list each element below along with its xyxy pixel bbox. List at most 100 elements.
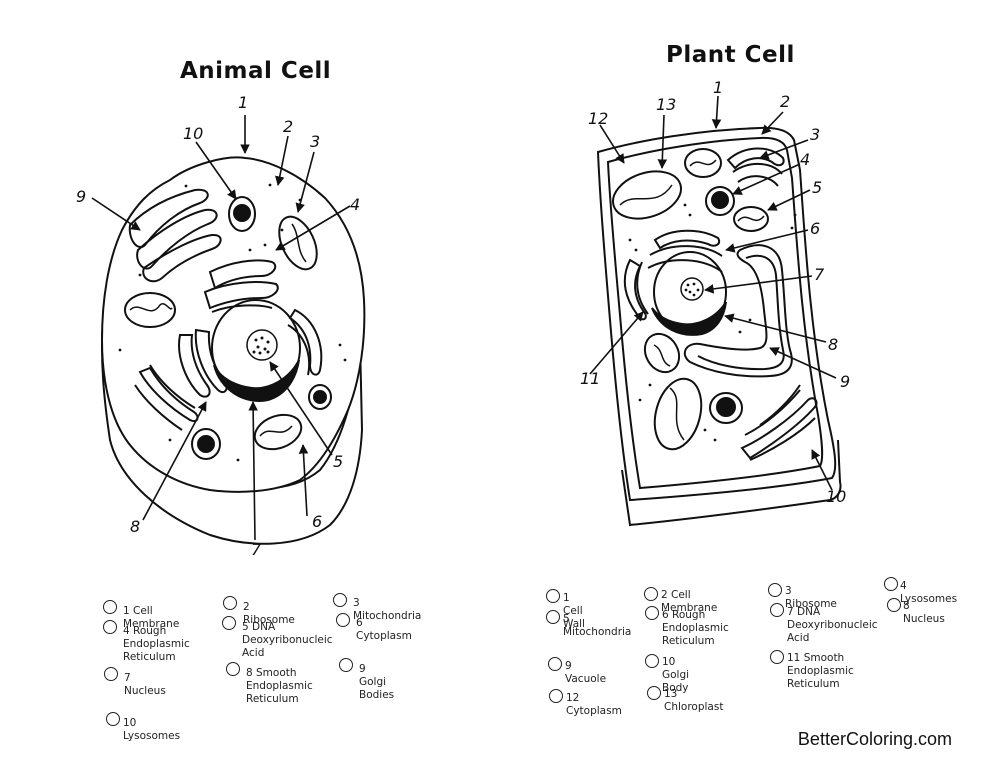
checkbox-circle-icon[interactable] <box>546 589 560 603</box>
plant-callout-arrows <box>589 95 837 491</box>
plant-callout-10: 10 <box>826 487 846 506</box>
legend-label: 1 Cell Membrane <box>123 605 180 630</box>
plant-callout-1: 1 <box>713 78 723 97</box>
checkbox-circle-icon[interactable] <box>768 583 782 597</box>
legend-label: 12 Cytoplasm <box>566 692 622 717</box>
checkbox-circle-icon[interactable] <box>645 606 659 620</box>
checkbox-circle-icon[interactable] <box>548 657 562 671</box>
plant-nucleus-icon <box>651 251 727 336</box>
plant-cell-membrane <box>606 136 824 490</box>
legend-label: 13 Chloroplast <box>664 688 724 713</box>
plant-callout-6: 6 <box>810 219 820 238</box>
legend-label: 9 Vacuole <box>565 660 607 685</box>
animal-smooth-er-right-icon <box>287 308 323 376</box>
plant-callout-8: 8 <box>828 335 838 354</box>
plant-lysosome-lower-icon <box>709 392 743 424</box>
checkbox-circle-icon[interactable] <box>887 598 901 612</box>
animal-cell-drawing <box>100 156 366 545</box>
animal-smooth-er-left-icon <box>178 328 228 398</box>
legend-label: 4 Lysosomes <box>900 580 958 605</box>
checkbox-circle-icon[interactable] <box>226 662 240 676</box>
checkbox-circle-icon[interactable] <box>223 596 237 610</box>
animal-callout-9: 9 <box>76 187 86 206</box>
animal-callout-4: 4 <box>350 195 360 214</box>
animal-callout-2: 2 <box>283 117 293 136</box>
watermark-text: BetterColoring.com <box>797 729 952 749</box>
checkbox-circle-icon[interactable] <box>103 600 117 614</box>
checkbox-circle-icon[interactable] <box>644 587 658 601</box>
plant-callout-9: 9 <box>840 372 850 391</box>
checkbox-circle-icon[interactable] <box>106 712 120 726</box>
checkbox-circle-icon[interactable] <box>333 593 347 607</box>
legend-label: 8 Smooth Endoplasmic Reticulum <box>246 667 313 705</box>
animal-rough-er-icon <box>203 259 279 313</box>
checkbox-circle-icon[interactable] <box>647 686 661 700</box>
plant-mitochondrion-icon <box>733 206 769 232</box>
animal-golgi-icon <box>128 188 222 283</box>
legend-label: 2 Ribosome <box>243 601 295 626</box>
plant-cell-drawing <box>596 126 842 527</box>
legend-label: 10 Lysosomes <box>123 717 181 742</box>
animal-cell-membrane <box>100 156 366 493</box>
animal-lysosome-lower-icon <box>191 428 221 460</box>
legend-label: 4 Rough Endoplasmic Reticulum <box>123 625 190 663</box>
plant-golgi-body-icon <box>740 384 818 461</box>
checkbox-circle-icon[interactable] <box>222 616 236 630</box>
checkbox-circle-icon[interactable] <box>546 610 560 624</box>
plant-callout-4: 4 <box>800 150 810 169</box>
animal-callout-8: 8 <box>130 517 140 536</box>
plant-mitochondrion-left-icon <box>643 332 681 374</box>
legend-label: 3 Mitochondria <box>353 597 422 622</box>
checkbox-circle-icon[interactable] <box>103 620 117 634</box>
plant-lysosome-icon <box>705 186 735 216</box>
animal-callout-7: 7 <box>251 540 262 559</box>
animal-lysosome-icon <box>228 196 256 232</box>
animal-callout-arrows <box>91 115 351 541</box>
legend-label: 7 DNA Deoxyribonucleic Acid <box>787 606 878 644</box>
plant-rough-er-icon <box>647 229 723 273</box>
plant-callout-2: 2 <box>780 92 790 111</box>
plant-callout-3: 3 <box>810 125 820 144</box>
legend-label: 6 Rough Endoplasmic Reticulum <box>662 609 729 647</box>
plant-cell-title: Plant Cell <box>666 42 795 68</box>
legend-label: 3 Ribosome <box>785 585 837 610</box>
legend-label: 1 Cell Wall <box>563 592 585 630</box>
checkbox-circle-icon[interactable] <box>104 667 118 681</box>
animal-callout-5: 5 <box>333 452 343 471</box>
plant-callout-12: 12 <box>588 109 608 128</box>
animal-callout-numbers: 1 2 3 4 5 6 7 8 9 10 <box>76 93 360 559</box>
animal-mitochondrion-left-icon <box>124 292 176 328</box>
plant-callout-7: 7 <box>814 265 825 284</box>
legend-label: 11 Smooth Endoplasmic Reticulum <box>787 652 854 690</box>
plant-callout-13: 13 <box>656 95 676 114</box>
checkbox-circle-icon[interactable] <box>884 577 898 591</box>
checkbox-circle-icon[interactable] <box>770 603 784 617</box>
plant-callout-numbers: 1 2 3 4 5 6 7 8 9 10 11 12 13 <box>580 78 850 506</box>
animal-callout-6: 6 <box>312 512 322 531</box>
legend-label: 5 Mitochondria <box>563 613 632 638</box>
animal-callout-1: 1 <box>238 93 248 112</box>
checkbox-circle-icon[interactable] <box>549 689 563 703</box>
checkbox-circle-icon[interactable] <box>645 654 659 668</box>
plant-golgi-top-icon <box>726 147 785 187</box>
legend-label: 10 Golgi Body <box>662 656 690 694</box>
legend-label: 8 Nucleus <box>903 600 945 625</box>
plant-ribosome-dots <box>628 203 797 442</box>
animal-mitochondrion-lower-icon <box>253 413 303 451</box>
legend-label: 9 Golgi Bodies <box>359 663 395 701</box>
plant-callout-11: 11 <box>580 369 600 388</box>
plant-callout-5: 5 <box>812 178 822 197</box>
legend-label: 7 Nucleus <box>124 672 166 697</box>
checkbox-circle-icon[interactable] <box>770 650 784 664</box>
legend-label: 2 Cell Membrane <box>661 589 718 614</box>
legend-label: 6 Cytoplasm <box>356 617 412 642</box>
plant-mitochondrion-top-icon <box>684 148 722 178</box>
animal-nucleus-icon <box>211 299 301 402</box>
checkbox-circle-icon[interactable] <box>336 613 350 627</box>
checkbox-circle-icon[interactable] <box>339 658 353 672</box>
animal-cell-title: Animal Cell <box>180 58 332 84</box>
plant-smooth-er-icon <box>623 258 649 321</box>
animal-callout-10: 10 <box>183 124 203 143</box>
plant-chloroplast-icon <box>612 170 682 220</box>
